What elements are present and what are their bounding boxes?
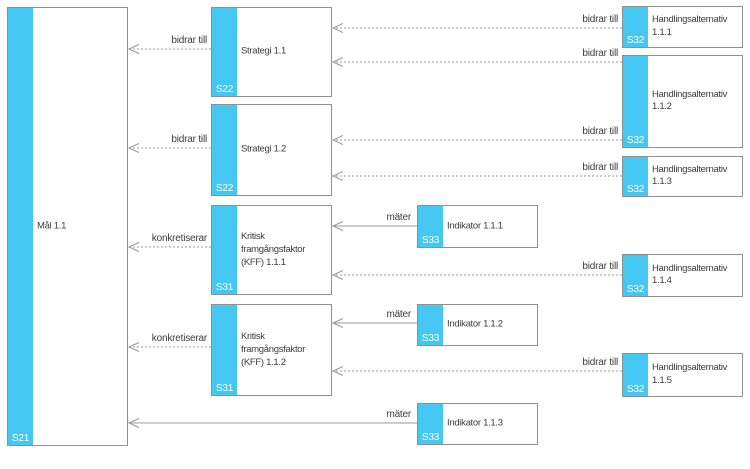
node-indicator-1-1-3[interactable]: S33 Indikator 1.1.3	[417, 403, 538, 445]
node-indicator-1-1-1[interactable]: S33 Indikator 1.1.1	[417, 205, 538, 248]
indicator-stripe: S33	[418, 404, 443, 444]
node-label: Strategi 1.2	[241, 143, 286, 155]
node-label: Handlingsalternativ 1.1.2	[652, 88, 728, 113]
node-label: Kritisk framgångsfaktor (KFF) 1.1.2	[241, 330, 306, 368]
node-label: Indikator 1.1.1	[447, 220, 503, 232]
node-kff-1-1-2[interactable]: S31 Kritisk framgångsfaktor (KFF) 1.1.2	[211, 304, 332, 396]
node-alternative-1-1-5[interactable]: S32 Handlingsalternativ 1.1.5	[622, 353, 743, 397]
node-label: Handlingsalternativ 1.1.5	[652, 362, 728, 386]
alternative-stripe: S32	[623, 255, 648, 296]
kff-stripe: S31	[212, 305, 237, 395]
edge-label-bidrar-till: bidrar till	[171, 134, 207, 145]
edge-label-bidrar-till: bidrar till	[582, 162, 618, 173]
badge-label: S21	[11, 433, 30, 444]
badge-label: S32	[626, 135, 645, 146]
goal-stripe: S21	[8, 8, 33, 445]
node-label: Handlingsalternativ 1.1.1	[652, 14, 728, 38]
node-indicator-1-1-2[interactable]: S33 Indikator 1.1.2	[417, 304, 538, 346]
node-label: Indikator 1.1.2	[447, 318, 503, 330]
alternative-stripe: S32	[623, 7, 648, 47]
node-strategy-1-1[interactable]: S22 Strategi 1.1	[211, 7, 332, 97]
badge-label: S22	[215, 183, 234, 194]
indicator-stripe: S33	[418, 305, 443, 345]
badge-label: S32	[626, 284, 645, 295]
badge-label: S33	[421, 235, 440, 246]
node-label: Handlingsalternativ 1.1.4	[652, 262, 728, 287]
node-label: Strategi 1.1	[241, 45, 286, 57]
strategy-stripe: S22	[212, 8, 237, 96]
edge-label-mater: mäter	[386, 212, 411, 223]
node-label: Handlingsalternativ 1.1.3	[652, 163, 728, 188]
badge-label: S33	[421, 333, 440, 344]
badge-label: S31	[215, 282, 234, 293]
node-alternative-1-1-2[interactable]: S32 Handlingsalternativ 1.1.2	[622, 55, 743, 148]
edge-label-konkretiserar: konkretiserar	[151, 333, 207, 344]
alternative-stripe: S32	[623, 157, 648, 196]
node-alternative-1-1-4[interactable]: S32 Handlingsalternativ 1.1.4	[622, 254, 743, 297]
edge-label-bidrar-till: bidrar till	[582, 126, 618, 137]
node-goal-1-1[interactable]: S21 Mål 1.1	[7, 7, 128, 446]
edge-label-bidrar-till: bidrar till	[582, 14, 618, 25]
badge-label: S33	[421, 432, 440, 443]
alternative-stripe: S32	[623, 354, 648, 396]
badge-label: S32	[626, 384, 645, 395]
edge-label-bidrar-till: bidrar till	[171, 35, 207, 46]
edge-label-mater: mäter	[386, 309, 411, 320]
badge-label: S32	[626, 35, 645, 46]
node-strategy-1-2[interactable]: S22 Strategi 1.2	[211, 104, 332, 196]
edge-label-konkretiserar: konkretiserar	[151, 233, 207, 244]
edge-label-mater: mäter	[386, 409, 411, 420]
edge-label-bidrar-till: bidrar till	[582, 261, 618, 272]
node-label: Mål 1.1	[37, 220, 67, 232]
badge-label: S32	[626, 184, 645, 195]
node-label: Indikator 1.1.3	[447, 417, 503, 429]
edge-label-bidrar-till: bidrar till	[582, 357, 618, 368]
badge-label: S31	[215, 383, 234, 394]
indicator-stripe: S33	[418, 206, 443, 247]
strategy-stripe: S22	[212, 105, 237, 195]
kff-stripe: S31	[212, 206, 237, 294]
node-alternative-1-1-3[interactable]: S32 Handlingsalternativ 1.1.3	[622, 156, 743, 197]
node-alternative-1-1-1[interactable]: S32 Handlingsalternativ 1.1.1	[622, 6, 743, 48]
badge-label: S22	[215, 84, 234, 95]
node-kff-1-1-1[interactable]: S31 Kritisk framgångsfaktor (KFF) 1.1.1	[211, 205, 332, 295]
edge-label-bidrar-till: bidrar till	[582, 48, 618, 59]
node-label: Kritisk framgångsfaktor (KFF) 1.1.1	[241, 230, 306, 268]
alternative-stripe: S32	[623, 56, 648, 147]
